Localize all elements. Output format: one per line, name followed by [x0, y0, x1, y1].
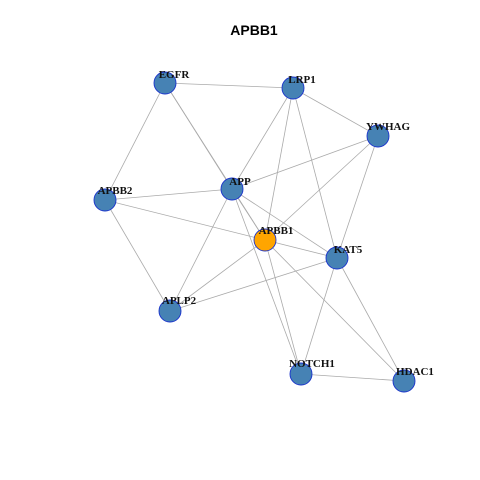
edge-ywhag-kat5 — [336, 135, 379, 259]
node-label-egfr: EGFR — [159, 69, 191, 81]
edge-lrp1-app — [231, 87, 294, 190]
node-label-apbb2: APBB2 — [98, 185, 133, 197]
edge-kat5-notch1 — [300, 257, 338, 375]
node-apbb1: APBB1 — [253, 225, 294, 252]
node-label-ywhag: YWHAG — [366, 121, 410, 133]
edge-egfr-lrp1 — [164, 82, 294, 89]
node-aplp2: APLP2 — [158, 295, 197, 323]
node-circle-app — [220, 177, 244, 201]
edge-kat5-aplp2 — [169, 257, 338, 312]
node-label-hdac1: HDAC1 — [396, 366, 434, 378]
node-circle-apbb1 — [253, 228, 277, 252]
node-label-kat5: KAT5 — [334, 244, 363, 256]
node-circle-ywhag — [366, 124, 390, 148]
node-label-notch1: NOTCH1 — [289, 358, 335, 370]
edge-ywhag-app — [231, 135, 379, 190]
edge-apbb1-notch1 — [264, 239, 302, 375]
edge-egfr-apbb2 — [104, 82, 166, 201]
node-circle-kat5 — [325, 246, 349, 270]
edge-notch1-hdac1 — [300, 373, 405, 382]
edge-apbb1-kat5 — [264, 239, 338, 259]
node-hdac1: HDAC1 — [392, 366, 434, 393]
edge-apbb2-apbb1 — [104, 199, 266, 241]
edge-lrp1-kat5 — [292, 87, 338, 259]
edge-kat5-hdac1 — [336, 257, 405, 382]
edge-apbb1-hdac1 — [264, 239, 405, 382]
node-circle-egfr — [153, 71, 177, 95]
edge-lrp1-ywhag — [292, 87, 379, 137]
node-egfr: EGFR — [153, 69, 191, 95]
node-circle-apbb2 — [93, 188, 117, 212]
node-label-apbb1: APBB1 — [259, 225, 294, 237]
edge-app-kat5 — [231, 188, 338, 259]
node-label-lrp1: LRP1 — [288, 74, 316, 86]
node-app: APP — [220, 176, 251, 201]
node-notch1: NOTCH1 — [289, 358, 335, 386]
node-lrp1: LRP1 — [281, 74, 316, 100]
edge-apbb2-aplp2 — [104, 199, 171, 312]
edge-apbb2-app — [104, 188, 233, 201]
edge-apbb1-aplp2 — [169, 239, 266, 312]
node-circle-aplp2 — [158, 299, 182, 323]
node-kat5: KAT5 — [325, 244, 363, 270]
edge-app-aplp2 — [169, 188, 233, 312]
node-circle-notch1 — [289, 362, 313, 386]
node-apbb2: APBB2 — [93, 185, 133, 212]
node-ywhag: YWHAG — [366, 121, 410, 148]
edge-lrp1-apbb1 — [264, 87, 294, 241]
node-circle-hdac1 — [392, 369, 416, 393]
diagram-title: APBB1 — [230, 22, 278, 38]
edge-layer — [104, 82, 405, 382]
edge-app-notch1 — [231, 188, 302, 375]
node-label-app: APP — [229, 176, 251, 188]
node-circle-lrp1 — [281, 76, 305, 100]
node-label-aplp2: APLP2 — [162, 295, 197, 307]
